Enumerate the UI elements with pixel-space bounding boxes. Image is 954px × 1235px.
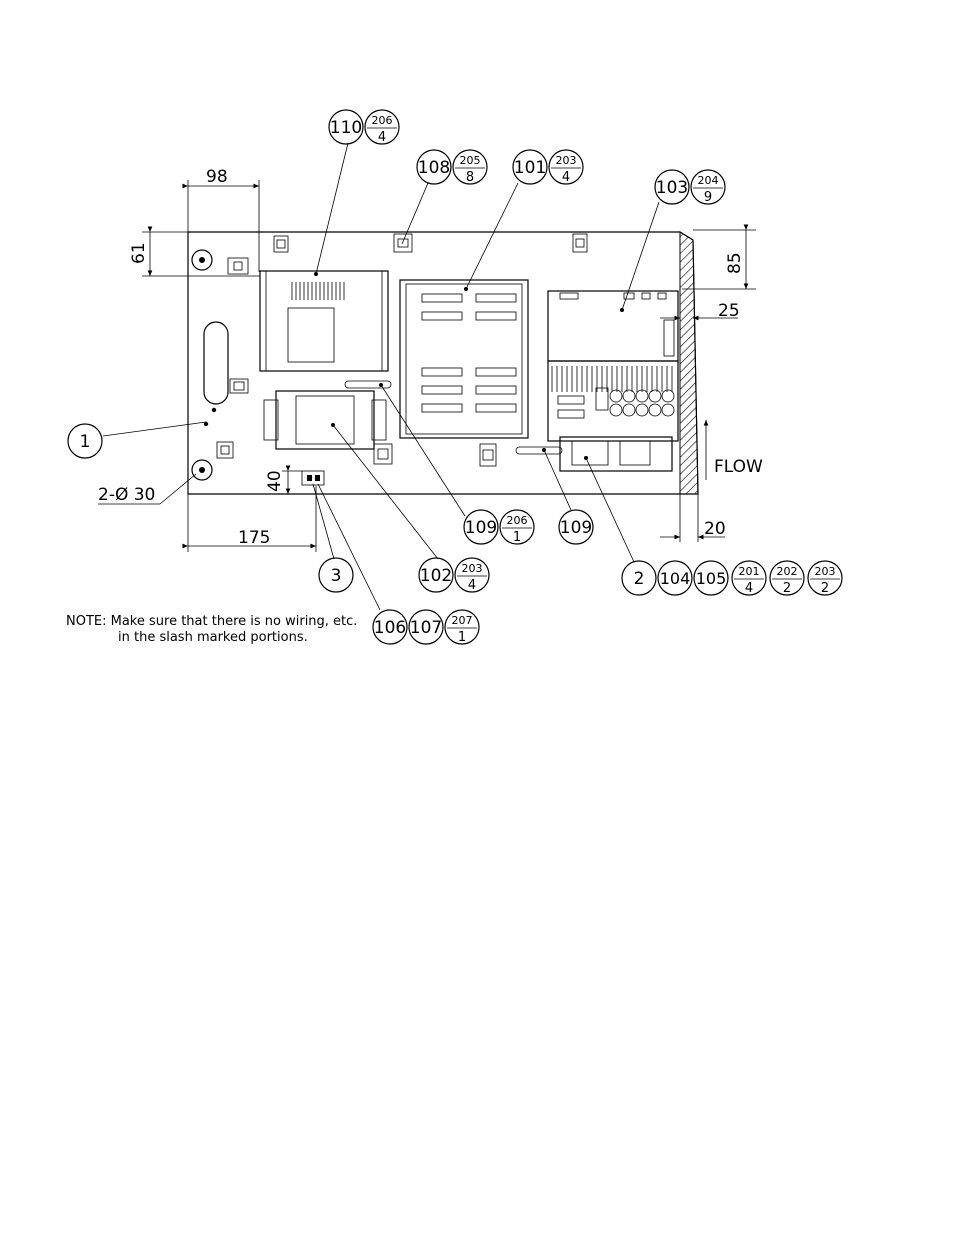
component-2-module <box>559 436 673 472</box>
svg-text:109: 109 <box>465 518 497 538</box>
dim-top-offset: 61 <box>129 242 149 264</box>
note-line-1: NOTE: Make sure that there is no wiring,… <box>66 614 358 629</box>
hatched-keepout-area <box>679 231 699 495</box>
component-102-transformer <box>263 390 387 450</box>
callout-2-104-105: 2 104 105 201 4 202 2 203 2 <box>621 560 843 596</box>
svg-text:204: 204 <box>698 174 719 187</box>
svg-text:203: 203 <box>556 154 577 167</box>
dim-bottom-right: 20 <box>704 519 726 539</box>
callout-1: 1 <box>67 423 103 459</box>
svg-text:4: 4 <box>378 130 386 145</box>
svg-text:2: 2 <box>783 581 791 596</box>
svg-text:203: 203 <box>815 565 836 578</box>
mounting-hole-top <box>191 249 213 271</box>
svg-text:102: 102 <box>420 566 452 586</box>
svg-text:206: 206 <box>372 114 393 127</box>
svg-text:104: 104 <box>660 569 691 588</box>
dim-holes: 2-Ø 30 <box>98 485 155 505</box>
svg-text:101: 101 <box>514 158 546 178</box>
svg-text:203: 203 <box>462 562 483 575</box>
callout-109: 109 <box>558 509 594 545</box>
callout-110: 110 206 4 <box>328 109 400 145</box>
component-3-connector <box>301 470 325 486</box>
svg-text:207: 207 <box>452 614 473 627</box>
svg-text:108: 108 <box>418 158 450 178</box>
dim-top-width: 98 <box>206 167 228 187</box>
note-line-2: in the slash marked portions. <box>118 630 308 645</box>
svg-text:205: 205 <box>460 154 481 167</box>
svg-text:1: 1 <box>80 432 91 452</box>
svg-text:105: 105 <box>696 569 727 588</box>
svg-text:4: 4 <box>562 170 570 185</box>
dim-bottom-height: 40 <box>265 470 285 492</box>
svg-text:3: 3 <box>331 566 342 586</box>
svg-text:2: 2 <box>821 581 829 596</box>
svg-text:106: 106 <box>374 618 406 638</box>
leader-lines <box>102 142 660 611</box>
callout-102: 102 203 4 <box>418 557 490 593</box>
clip-brackets <box>203 233 588 467</box>
svg-text:110: 110 <box>330 118 362 138</box>
svg-text:107: 107 <box>410 618 442 638</box>
note-text: NOTE: Make sure that there is no wiring,… <box>66 614 357 646</box>
dim-right-top: 85 <box>725 252 745 274</box>
svg-text:9: 9 <box>704 190 712 205</box>
dim-bottom-width: 175 <box>238 528 270 548</box>
callout-3: 3 <box>318 557 354 593</box>
component-103-board <box>547 290 679 442</box>
component-110 <box>259 270 389 372</box>
dimension-lines <box>142 180 756 552</box>
dim-holes-leader <box>159 473 197 505</box>
svg-text:8: 8 <box>466 170 474 185</box>
svg-text:1: 1 <box>513 530 521 545</box>
svg-text:109: 109 <box>560 518 592 538</box>
svg-text:4: 4 <box>745 581 753 596</box>
svg-text:1: 1 <box>458 630 466 645</box>
svg-text:2: 2 <box>634 569 645 589</box>
callout-109-with-fraction: 109 206 1 <box>463 509 535 545</box>
flow-label: FLOW <box>714 457 763 477</box>
mounting-hole-bottom <box>191 459 213 481</box>
svg-text:103: 103 <box>656 178 688 198</box>
component-101 <box>399 279 529 439</box>
component-109-sensor-a <box>344 380 392 389</box>
svg-text:201: 201 <box>739 565 760 578</box>
svg-text:202: 202 <box>777 565 798 578</box>
component-109-sensor-b <box>515 446 563 455</box>
callout-106-107: 106 107 207 1 <box>372 609 480 645</box>
svg-text:206: 206 <box>507 514 528 527</box>
callout-101: 101 203 4 <box>512 149 584 185</box>
slot-cutout <box>203 321 229 405</box>
dim-right-gap: 25 <box>718 301 740 321</box>
svg-text:4: 4 <box>468 578 476 593</box>
callout-108: 108 205 8 <box>416 149 488 185</box>
callout-103: 103 204 9 <box>654 169 726 205</box>
